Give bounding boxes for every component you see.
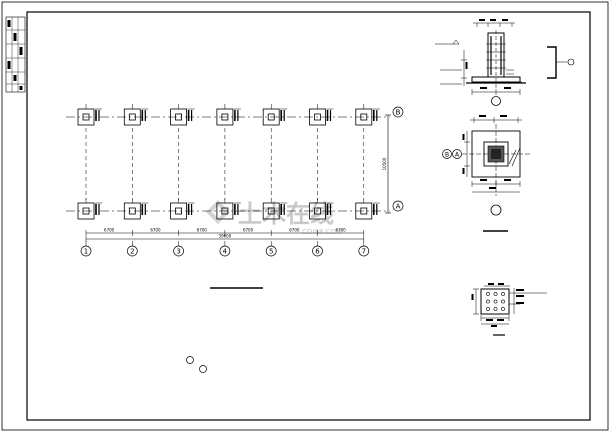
binding-stamp	[5, 16, 26, 93]
span-dimension-label: 6700	[289, 228, 300, 233]
axis-bubble	[173, 245, 184, 257]
anchor-plate-detail	[471, 283, 547, 336]
column-stub	[175, 113, 183, 121]
column-stub	[314, 113, 321, 121]
axis-tag-b-bubble	[442, 149, 452, 159]
axis-bubble	[126, 245, 138, 257]
axis-bubble	[392, 200, 404, 212]
axis-number-label: 1	[84, 248, 88, 256]
span-dimension-label: 6700	[336, 228, 347, 233]
column-stub	[267, 113, 275, 121]
axis-tag-a: A	[455, 152, 460, 159]
axis-bubble	[80, 245, 92, 257]
watermark: 土木在线 COI88.COM	[206, 200, 342, 236]
column-stub	[314, 207, 321, 215]
column-stub	[221, 207, 229, 215]
bracket-symbol	[547, 46, 575, 79]
column-stub	[221, 113, 229, 121]
bolt-hole	[501, 307, 505, 311]
axis-number-label: 6	[315, 248, 320, 256]
bolt-hole	[486, 292, 490, 296]
marker-circle	[186, 356, 194, 364]
span-dimension-label: 6700	[104, 228, 115, 233]
span-dimension-label: 6700	[150, 228, 161, 233]
bolt-holes	[486, 292, 505, 311]
bolt-hole	[493, 292, 498, 296]
axis-letter-label: B	[396, 109, 401, 117]
span-dimension-label: 6700	[243, 228, 254, 233]
axis-bubble	[358, 245, 370, 257]
axis-tag-a-bubble	[452, 149, 462, 159]
marker-circle	[199, 365, 207, 373]
bolt-hole	[493, 307, 498, 311]
inner-border	[26, 11, 591, 421]
footing-plan-detail: B A	[442, 115, 530, 232]
column-stub	[82, 207, 90, 215]
watermark-logo-icon	[206, 200, 230, 224]
bolt-hole	[486, 299, 490, 304]
bolt-hole	[486, 307, 490, 311]
column-stub	[128, 113, 136, 121]
column-stub	[360, 207, 368, 215]
axis-number-label: 4	[223, 248, 228, 256]
column-stub	[128, 207, 136, 215]
footing-section-detail	[435, 19, 526, 106]
column-stub	[82, 113, 90, 121]
column-stub	[175, 207, 183, 215]
axis-number-label: 3	[176, 248, 180, 256]
axis-bubble	[219, 245, 231, 257]
axis-number-label: 2	[130, 248, 134, 256]
span-dimension-label: 6700	[197, 228, 208, 233]
axis-number-label: 5	[269, 248, 273, 256]
bolt-hole	[493, 299, 498, 304]
column-stub	[360, 113, 368, 121]
bolt-hole	[501, 292, 505, 296]
axis-number-label: 7	[362, 248, 366, 256]
axis-letter-label: A	[396, 203, 401, 211]
total-dimension-label: 39600	[219, 234, 232, 239]
bolt-hole	[501, 299, 505, 304]
side-dimension-label: 10500	[382, 157, 387, 170]
foundation-plan: B A 10500 6700 6700 6700 6700 6700 6700 39600 1 2 3 4…	[66, 104, 404, 257]
column-stub	[267, 207, 275, 215]
axis-bubble	[312, 245, 323, 257]
axis-bubble	[265, 245, 277, 257]
watermark-subtext: COI88.COM	[302, 228, 342, 236]
axis-tag-b: B	[445, 152, 449, 159]
axis-bubble	[392, 106, 404, 118]
